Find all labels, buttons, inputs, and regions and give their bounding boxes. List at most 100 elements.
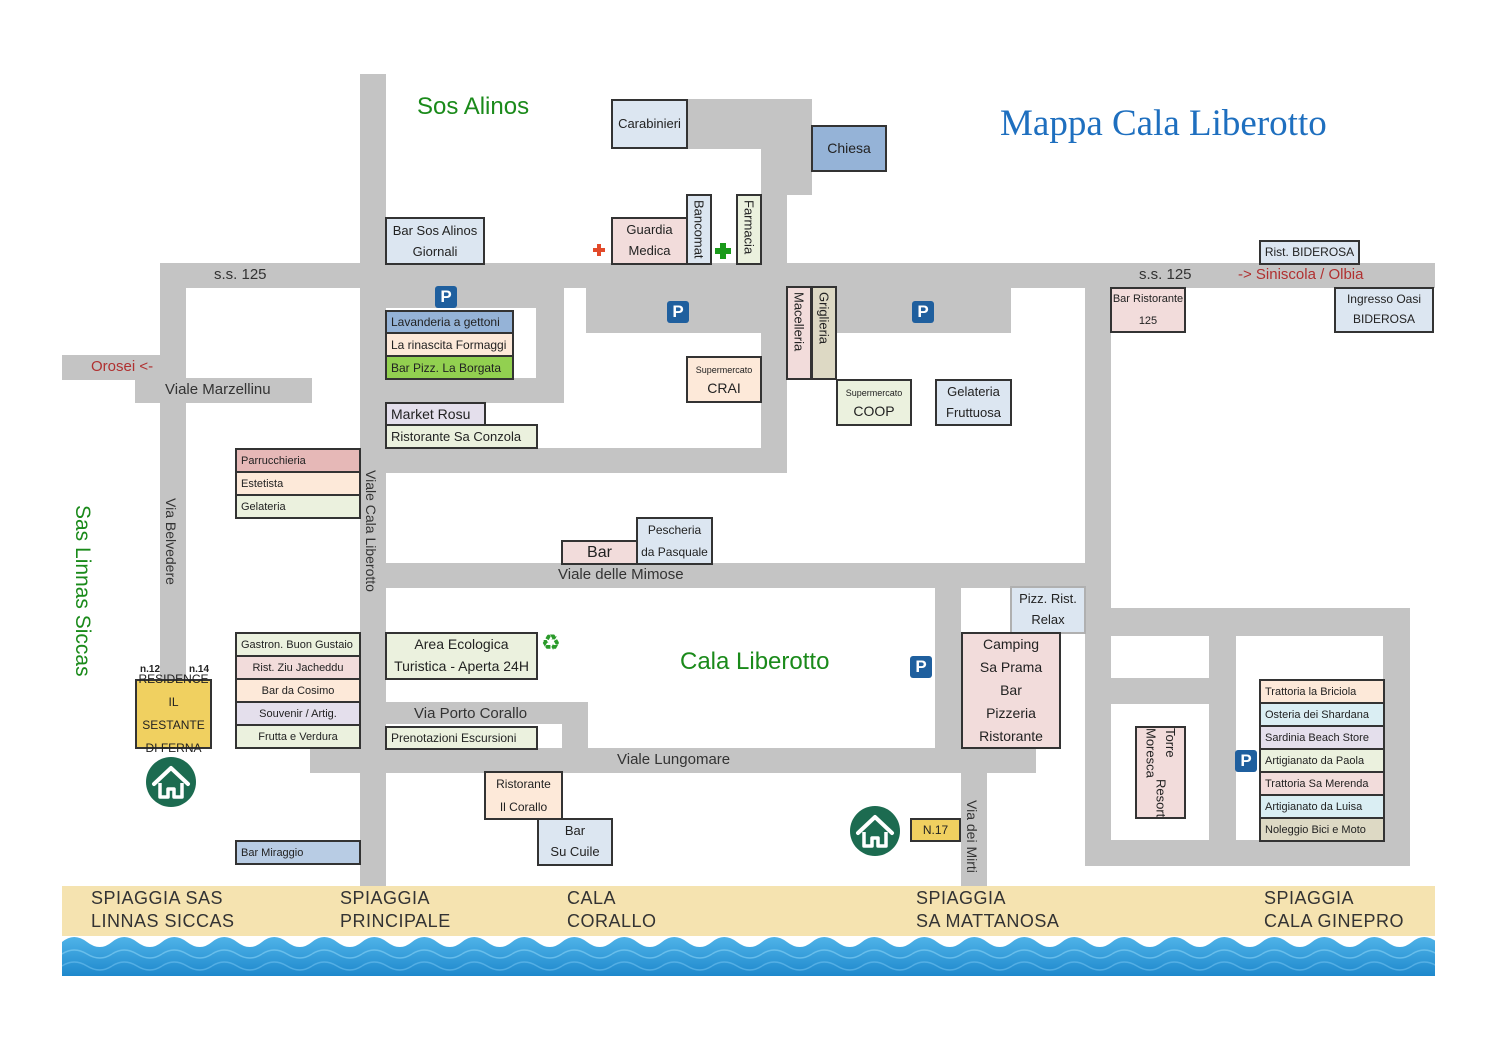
beach-cala-ginepro: SPIAGGIA CALA GINEPRO bbox=[1264, 887, 1404, 932]
place-bar-miraggio: Bar Miraggio bbox=[235, 840, 361, 865]
place-supermercato-coop: Supermercato COOP bbox=[836, 379, 912, 426]
green-cross-icon bbox=[715, 243, 731, 259]
road-label-viale-marzellinu: Viale Marzellinu bbox=[165, 381, 271, 398]
road-orosei bbox=[62, 355, 186, 380]
place-macelleria: Macelleria bbox=[786, 286, 812, 380]
place-ristorante-sa-conzola: Ristorante Sa Conzola bbox=[385, 424, 538, 449]
place-estetista: Estetista bbox=[235, 471, 361, 496]
place-label: Griglieria bbox=[816, 292, 832, 345]
place-gelateria-fruttuosa: Gelateria Fruttuosa bbox=[935, 379, 1012, 426]
place-bar-sos-alinos: Bar Sos Alinos Giornali bbox=[385, 217, 485, 265]
place-griglieria: Griglieria bbox=[811, 286, 837, 380]
place-camping-sa-prama: Camping Sa Prama Bar Pizzeria Ristorante bbox=[961, 632, 1061, 749]
parking-icon: P bbox=[435, 286, 457, 308]
beach-label: LINNAS SICCAS bbox=[91, 910, 235, 931]
road-via-belvedere bbox=[160, 263, 186, 683]
road-east-block-right bbox=[1383, 608, 1410, 866]
recycle-icon: ♻ bbox=[541, 630, 561, 655]
road-label-via-belvedere: Via Belvedere bbox=[163, 498, 179, 585]
parking-icon: P bbox=[1235, 750, 1257, 772]
place-label: Lavanderia a gettoni bbox=[391, 315, 500, 329]
beach-cala-corallo: CALA CORALLO bbox=[567, 887, 657, 932]
place-residence-il-sestante: RESIDENCE IL SESTANTE DI FERNA bbox=[135, 672, 212, 755]
place-label: Turistica - Aperta 24H bbox=[394, 658, 529, 674]
place-n17: N.17 bbox=[910, 818, 961, 842]
road-viale-mimose bbox=[386, 563, 1111, 588]
place-bar-pizz-la-borgata: Bar Pizz. La Borgata bbox=[385, 355, 514, 380]
place-label: DI FERNA bbox=[145, 740, 202, 755]
place-label: Carabinieri bbox=[618, 115, 681, 131]
place-label: Prenotazioni Escursioni bbox=[391, 731, 517, 745]
place-la-rinascita-formaggi: La rinascita Formaggi bbox=[385, 332, 514, 357]
place-label: Ristorante bbox=[496, 777, 551, 792]
road-east-block-bottom bbox=[1085, 840, 1410, 866]
place-label: Ristorante Sa Conzola bbox=[391, 429, 522, 444]
road-porto-corallo-v bbox=[562, 702, 588, 762]
beach-label: SPIAGGIA bbox=[340, 888, 431, 908]
place-chiesa: Chiesa bbox=[811, 125, 887, 172]
beach-label: CORALLO bbox=[567, 910, 657, 931]
place-label: Bar Sos Alinos bbox=[392, 222, 478, 238]
place-label: Chiesa bbox=[827, 139, 871, 156]
place-rist-biderosa: Rist. BIDEROSA bbox=[1259, 240, 1360, 265]
place-label: Farmacia bbox=[741, 200, 757, 255]
road-label-viale-cala-liberotto: Viale Cala Liberotto bbox=[363, 470, 379, 592]
beach-label: PRINCIPALE bbox=[340, 910, 451, 931]
road-crai-v bbox=[761, 288, 787, 473]
place-label: La rinascita Formaggi bbox=[391, 337, 507, 352]
road-loop-bottom bbox=[386, 378, 564, 403]
place-label: Rist. BIDEROSA bbox=[1264, 245, 1355, 260]
place-pizz-rist-relax: Pizz. Rist. Relax bbox=[1010, 586, 1086, 634]
place-label: Frutta e Verdura bbox=[258, 730, 338, 743]
map-title: Mappa Cala Liberotto bbox=[1000, 103, 1327, 144]
place-gastron-buon-gustaio: Gastron. Buon Gustaio bbox=[235, 632, 361, 657]
road-east-v bbox=[1085, 263, 1111, 866]
beach-sa-mattanosa: SPIAGGIA SA MATTANOSA bbox=[916, 887, 1059, 932]
place-label: Guardia bbox=[626, 222, 673, 238]
place-label: Fruttuosa bbox=[946, 404, 1001, 420]
place-label: Gelateria bbox=[947, 383, 1000, 399]
beach-label: SPIAGGIA bbox=[1264, 888, 1355, 908]
place-osteria-dei-shardana: Osteria dei Shardana bbox=[1259, 702, 1385, 727]
road-viale-lungomare bbox=[310, 748, 1036, 773]
place-sardinia-beach-store: Sardinia Beach Store bbox=[1259, 725, 1385, 750]
place-label: Bar da Cosimo bbox=[261, 684, 335, 697]
road-label-viale-lungomare: Viale Lungomare bbox=[617, 751, 731, 768]
place-label: Giornali bbox=[412, 244, 458, 259]
place-carabinieri: Carabinieri bbox=[611, 99, 688, 149]
place-label: Bar bbox=[564, 823, 586, 839]
house-number-n12: n.12 bbox=[140, 664, 161, 675]
beach-strip bbox=[62, 886, 1435, 936]
place-label: Camping bbox=[982, 635, 1040, 652]
place-rist-ziu-jacheddu: Rist. Ziu Jacheddu bbox=[235, 655, 361, 680]
place-label: N.17 bbox=[922, 822, 949, 837]
place-bar: Bar bbox=[561, 540, 638, 565]
road-inner-h bbox=[386, 448, 787, 473]
place-label: Area Ecologica bbox=[414, 636, 509, 653]
place-bar-su-cuile: Bar Su Cuile bbox=[537, 818, 613, 866]
parking-icon: P bbox=[910, 656, 932, 678]
place-farmacia: Farmacia bbox=[736, 194, 762, 265]
area-label-cala-liberotto: Cala Liberotto bbox=[680, 648, 830, 675]
place-label: 125 bbox=[1138, 315, 1158, 327]
road-via-porto-corallo bbox=[386, 702, 588, 724]
place-label: Medica bbox=[628, 243, 671, 258]
place-label: Souvenir / Artig. bbox=[259, 707, 337, 720]
area-label-sas-linnas-siccas: Sas Linnas Siccas bbox=[71, 505, 94, 677]
place-label: Estetista bbox=[241, 477, 284, 490]
beach-label: CALA GINEPRO bbox=[1264, 910, 1405, 931]
place-label: IL SESTANTE bbox=[142, 695, 205, 732]
place-torre-moresca-resort: Torre Moresca Resort bbox=[1135, 726, 1186, 819]
beach-label: SPIAGGIA bbox=[916, 888, 1007, 908]
beach-label: SA MATTANOSA bbox=[916, 910, 1060, 931]
place-label: Sardinia Beach Store bbox=[1265, 731, 1369, 744]
place-label: Bar bbox=[1000, 681, 1022, 698]
place-label: Noleggio Bici e Moto bbox=[1265, 823, 1366, 836]
place-trattoria-sa-merenda: Trattoria Sa Merenda bbox=[1259, 771, 1385, 796]
road-label-via-porto-corallo: Via Porto Corallo bbox=[414, 705, 528, 722]
road-loop-top-left bbox=[386, 288, 564, 308]
place-label: Bar Miraggio bbox=[241, 846, 304, 859]
place-label: Supermercato bbox=[845, 387, 903, 398]
road-label-ss125-east: s.s. 125 bbox=[1139, 266, 1192, 283]
place-ristorante-il-corallo: Ristorante Il Corallo bbox=[484, 771, 563, 820]
